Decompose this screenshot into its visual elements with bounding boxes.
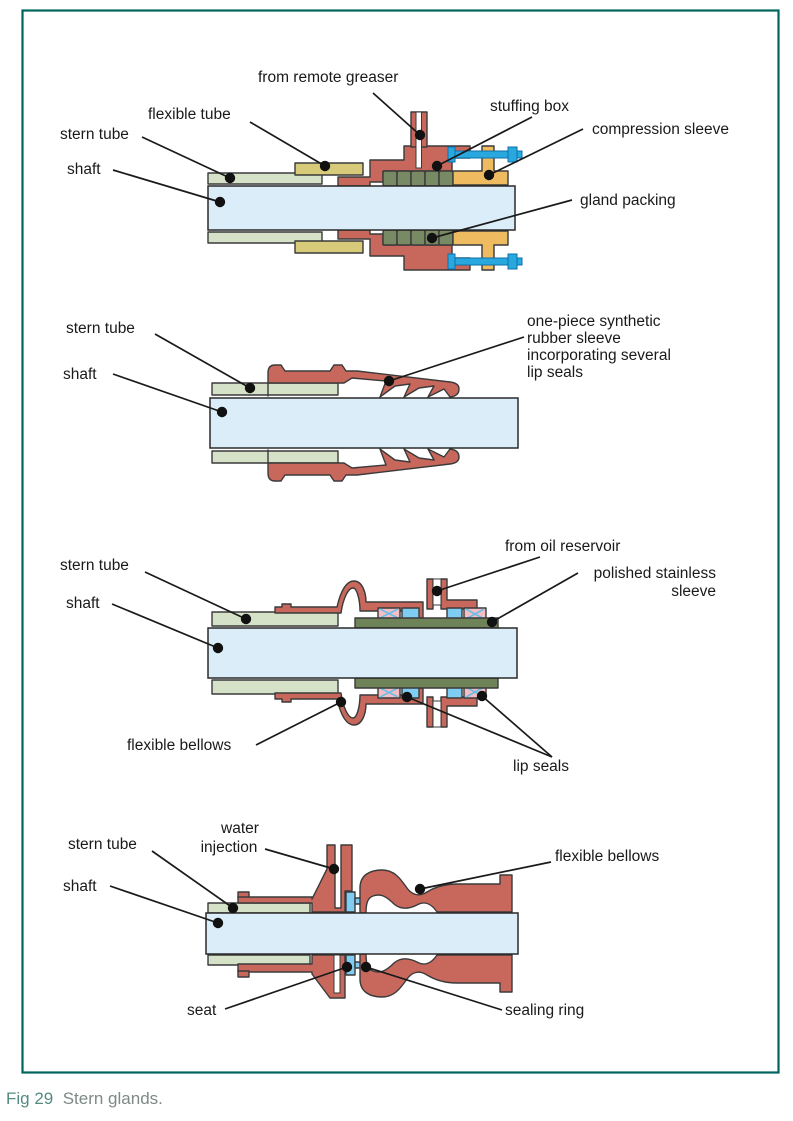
label-shaft-1: shaft — [67, 161, 101, 178]
diagram2-leaders — [112, 333, 525, 418]
figure-caption: Fig 29 Stern glands. — [6, 1089, 163, 1108]
shaft-section — [209, 397, 519, 449]
diagram-stuffing-box-gland: from remote greaser flexible tube stern … — [60, 69, 729, 271]
shaft-section — [207, 627, 518, 679]
oil-gland-bottom-half — [211, 677, 499, 728]
label-shaft-4: shaft — [63, 878, 97, 895]
stern-tube-section — [211, 611, 339, 627]
label-polished-stainless-sleeve: polished stainless sleeve — [594, 565, 717, 600]
diagram-oil-lip-seal-gland: from oil reservoir polished stainless sl… — [60, 538, 716, 775]
label-stuffing-box: stuffing box — [490, 98, 569, 115]
water-bore-bottom — [333, 954, 341, 994]
label-gland-packing: gland packing — [580, 192, 676, 209]
label-sealing-ring: sealing ring — [505, 1002, 584, 1019]
label-oil-reservoir: from oil reservoir — [505, 538, 620, 555]
stern-tube-section — [207, 902, 311, 914]
water-gland-bottom-half — [207, 953, 513, 999]
svg-text:lip seals: lip seals — [527, 364, 583, 381]
housing-clamp-tab-bottom — [237, 970, 250, 978]
shaft-section — [207, 185, 516, 231]
label-rubber-sleeve: one-piece synthetic rubber sleeve incorp… — [527, 313, 671, 381]
diagram-water-injection-gland: water injection stern tube shaft flexibl… — [63, 820, 659, 1019]
caption-fig-number: Fig 29 — [6, 1089, 53, 1108]
label-seat: seat — [187, 1002, 217, 1019]
label-stern-tube-1: stern tube — [60, 126, 129, 143]
label-shaft-2: shaft — [63, 366, 97, 383]
rubber-sleeve-lip-seals — [267, 364, 460, 398]
diagram1-leaders — [112, 92, 584, 244]
svg-text:one-piece synthetic: one-piece synthetic — [527, 313, 661, 330]
seat-part — [345, 891, 356, 913]
oil-pipe-left-wall — [426, 578, 434, 610]
svg-text:polished stainless: polished stainless — [594, 565, 717, 582]
svg-text:rubber sleeve: rubber sleeve — [527, 330, 621, 347]
diagram3-leaders — [111, 556, 579, 758]
stern-tube-section — [211, 382, 339, 396]
stuffing-box-bottom-half — [207, 229, 523, 271]
svg-text:water: water — [220, 820, 259, 837]
figure-border — [21, 9, 780, 1074]
label-shaft-3: shaft — [66, 595, 100, 612]
svg-text:injection: injection — [201, 839, 258, 856]
label-stern-tube-2: stern tube — [66, 320, 135, 337]
label-flexible-bellows-4: flexible bellows — [555, 848, 659, 865]
label-stern-tube-3: stern tube — [60, 557, 129, 574]
label-water-injection: water injection — [201, 820, 259, 856]
flexible-bellows-part — [359, 869, 513, 914]
label-flexible-tube: flexible tube — [148, 106, 231, 123]
flexible-bellows-part — [274, 580, 424, 619]
label-stern-tube-4: stern tube — [68, 836, 137, 853]
gland-bolt — [447, 146, 523, 163]
svg-text:incorporating several: incorporating several — [527, 347, 671, 364]
water-injection-housing-bottom — [237, 954, 346, 999]
oil-gland-top-half — [211, 578, 499, 629]
label-flexible-bellows-3: flexible bellows — [127, 737, 231, 754]
rubber-sleeve-bottom-half — [211, 448, 460, 482]
shaft-section — [205, 912, 519, 955]
water-gland-top-half — [207, 844, 513, 914]
caption-title: Stern glands. — [63, 1089, 163, 1108]
diagram4-leaders — [109, 848, 552, 1011]
svg-text:sleeve: sleeve — [671, 583, 716, 600]
label-remote-greaser: from remote greaser — [258, 69, 398, 86]
rubber-sleeve-top-half — [211, 364, 460, 398]
label-lip-seals: lip seals — [513, 758, 569, 775]
compression-sleeve-part — [452, 145, 509, 186]
label-compression-sleeve: compression sleeve — [592, 121, 729, 138]
stuffing-box-top-half — [207, 145, 523, 187]
diagram-lip-seal-sleeve-gland: stern tube shaft one-piece synthetic rub… — [63, 313, 671, 482]
water-injection-housing — [237, 844, 353, 913]
gland-packing-rings — [382, 170, 454, 187]
stern-tube-section — [207, 172, 323, 185]
polished-stainless-sleeve-part — [354, 617, 499, 629]
